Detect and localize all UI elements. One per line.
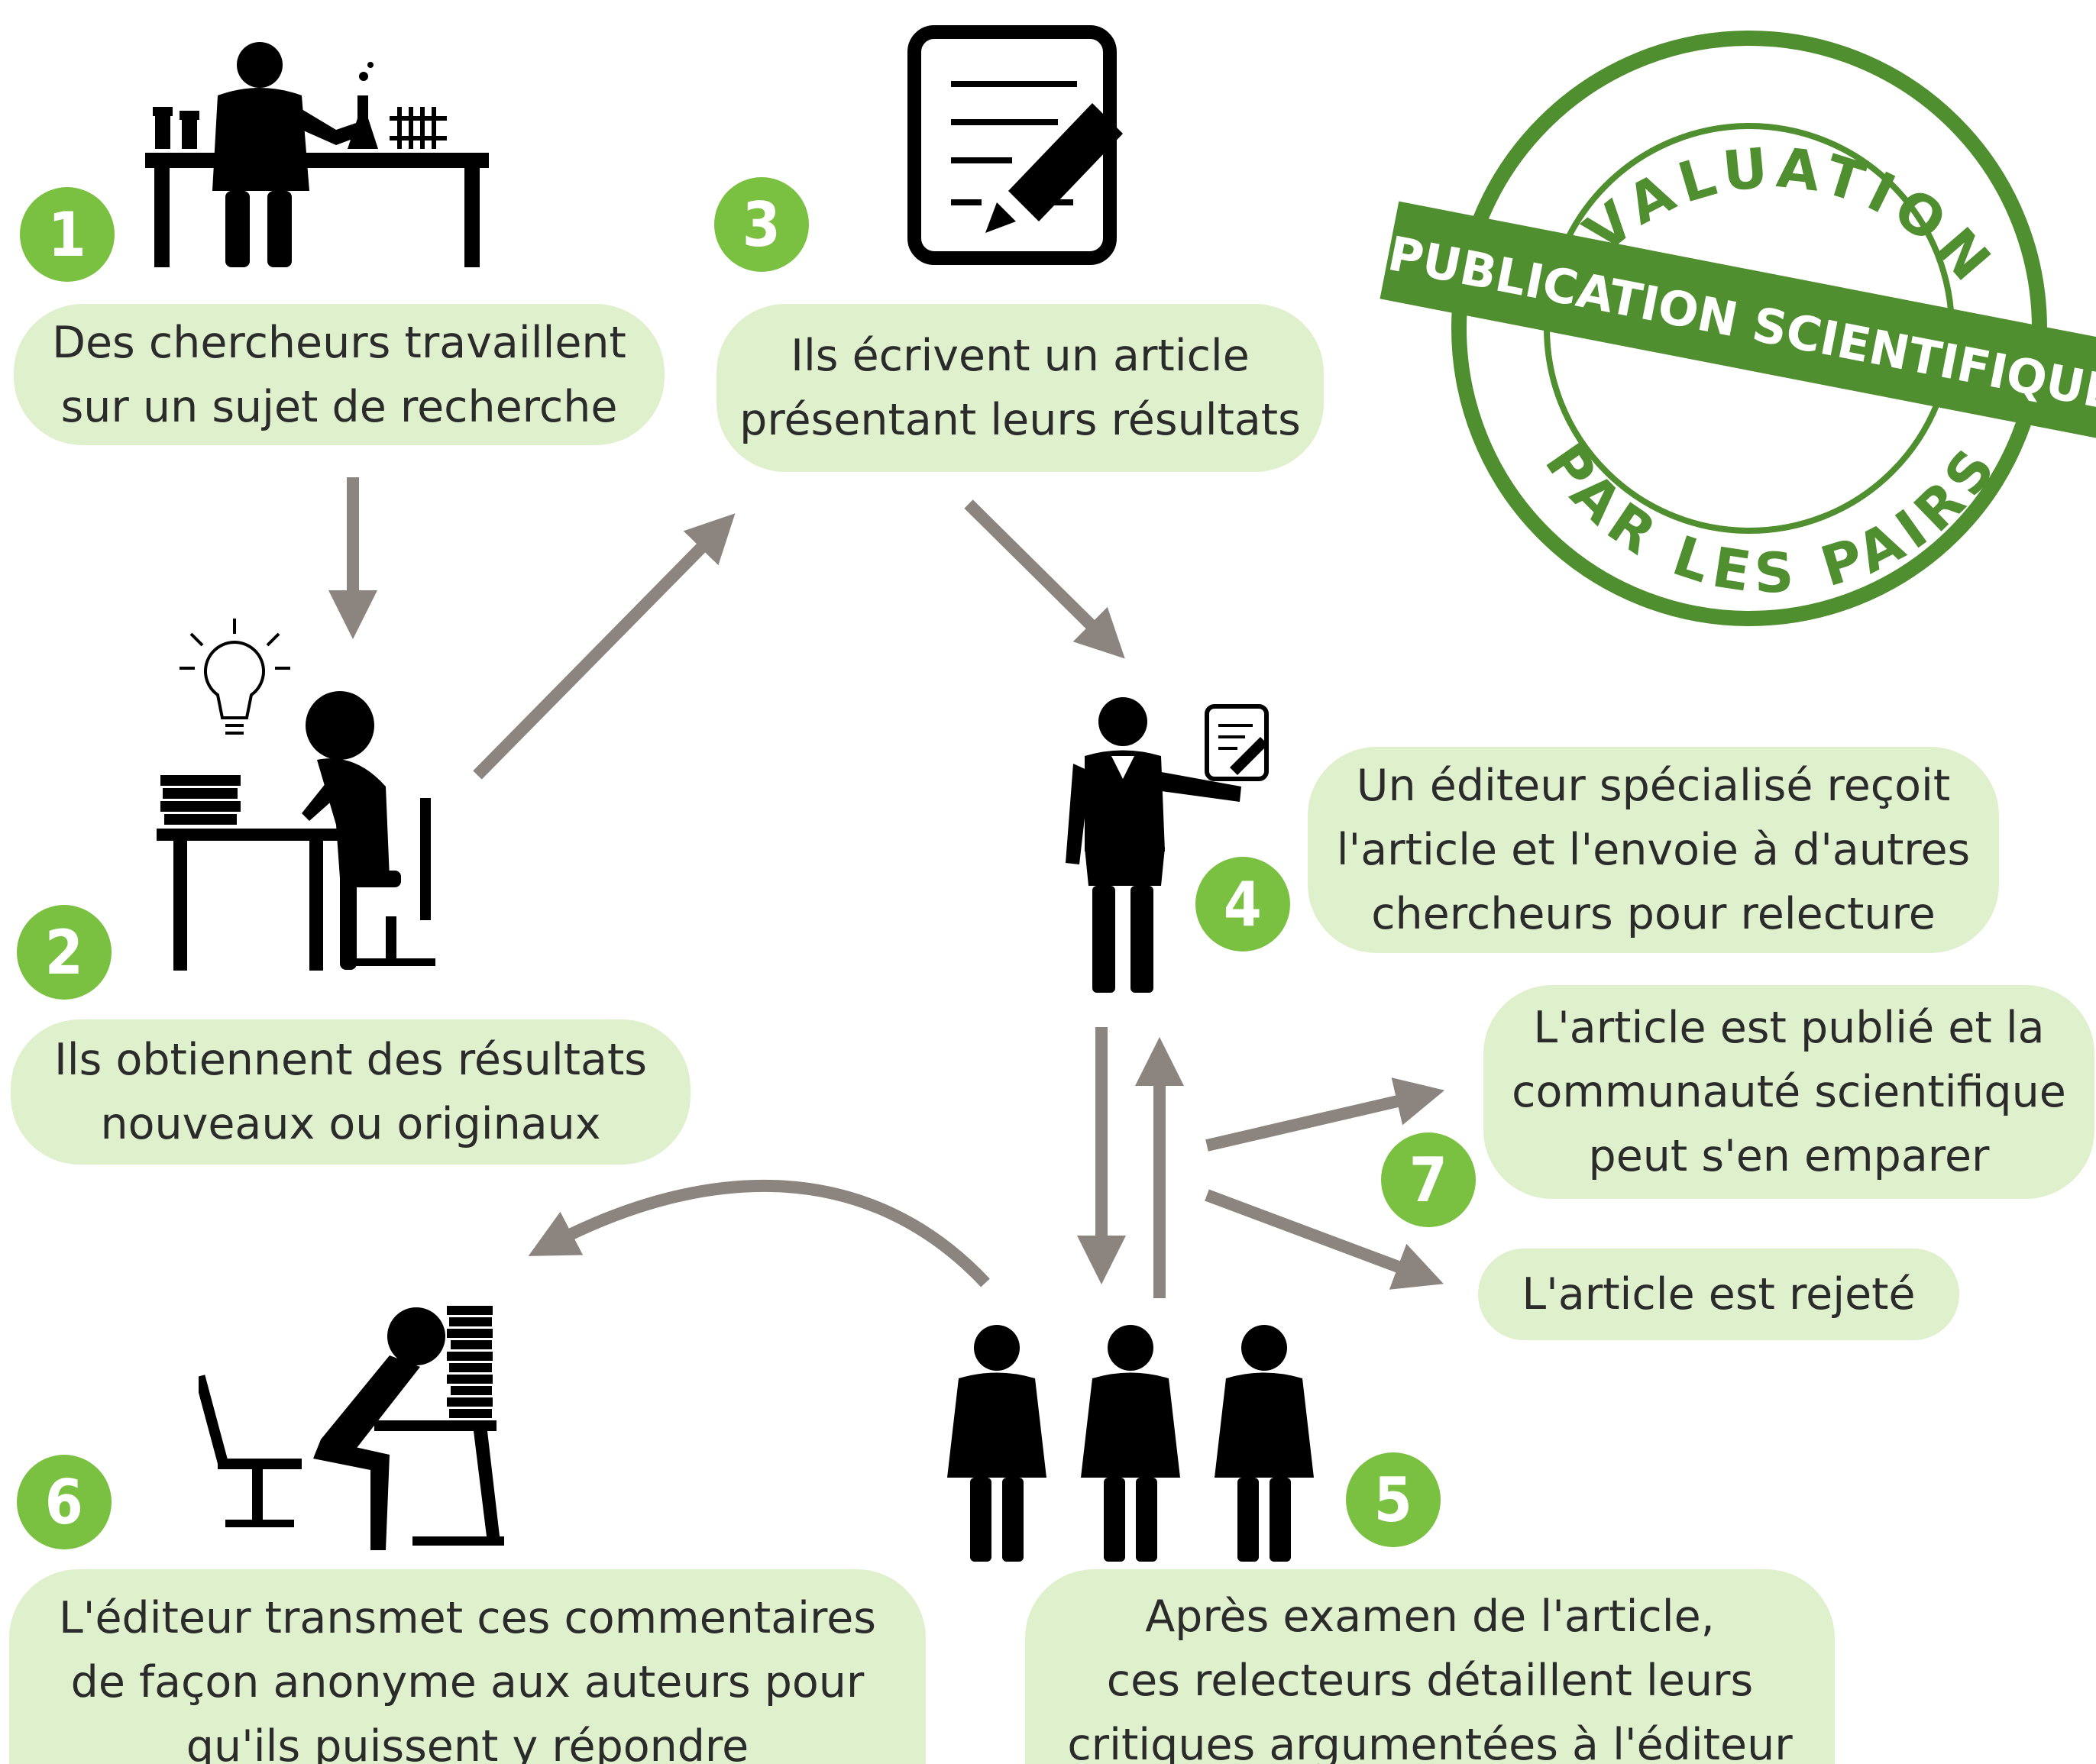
editor-with-document-icon: [1066, 697, 1269, 993]
arrow-3-to-4: [964, 499, 1125, 659]
step-4-badge: 4: [1195, 857, 1290, 951]
researcher-desk-idea-icon: [157, 619, 435, 971]
arrow-5-to-6: [528, 1179, 990, 1287]
reviewers-group-icon: [947, 1325, 1314, 1562]
stamp-banner: [1380, 201, 2096, 441]
step-1-badge: 1: [20, 187, 115, 282]
step-1-text: Des chercheurs travaillent sur un sujet …: [14, 304, 665, 445]
arrow-to-rejected: [1205, 1189, 1444, 1290]
step-7-published-text: L'article est publié et la communauté sc…: [1483, 985, 2094, 1199]
arrow-to-published: [1205, 1077, 1445, 1152]
step-4-text: Un éditeur spécialisé reçoit l'article e…: [1308, 747, 1999, 953]
step-7-badge: 7: [1381, 1132, 1476, 1227]
step-5-text: Après examen de l'article, ces relecteur…: [1025, 1569, 1835, 1764]
step-6-text: L'éditeur transmet ces commentaires de f…: [9, 1569, 926, 1764]
step-5-badge: 5: [1346, 1452, 1441, 1547]
step-6-badge: 6: [17, 1455, 112, 1549]
step-2-text: Ils obtiennent des résultats nouveaux ou…: [11, 1019, 691, 1165]
step-7-rejected-text: L'article est rejeté: [1478, 1249, 1959, 1340]
researcher-lab-icon: [145, 42, 489, 267]
step-2-badge: 2: [17, 905, 112, 1000]
arrow-2-to-3: [473, 513, 736, 780]
step-3-text: Ils écrivent un article présentant leurs…: [716, 304, 1324, 472]
step-3-badge: 3: [714, 177, 809, 272]
stressed-author-icon: [199, 1306, 504, 1550]
document-pen-icon: [907, 25, 1123, 265]
